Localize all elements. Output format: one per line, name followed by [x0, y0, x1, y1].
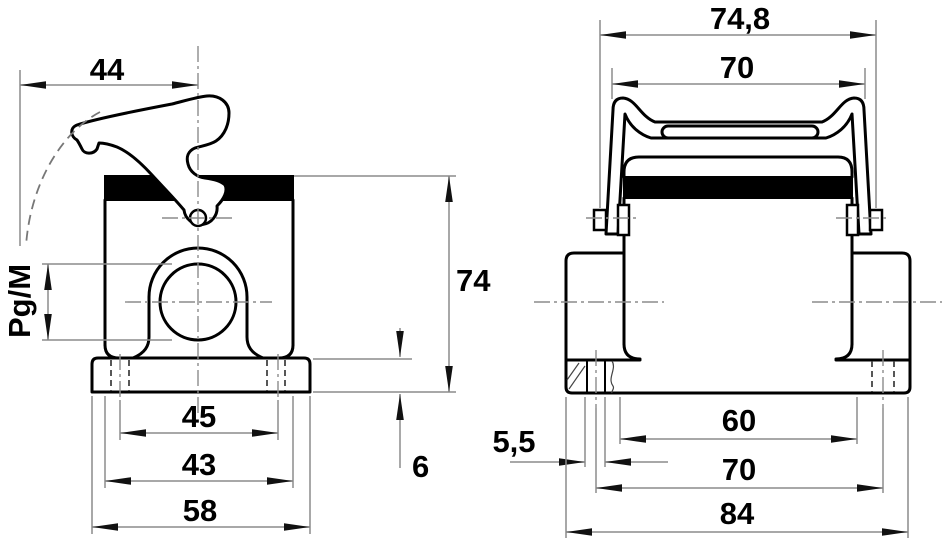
front-pivot-pin-right	[836, 203, 890, 237]
dim-74-8-label: 74,8	[710, 1, 770, 36]
dim-44: 44	[19, 52, 198, 246]
dim-60: 60	[619, 397, 858, 444]
front-flange-hole-left	[566, 350, 615, 408]
dim-84: 84	[565, 397, 909, 538]
front-bracket-grip-slot	[660, 124, 820, 140]
dim-thread: Pg/M	[2, 263, 172, 341]
dim-70-bottom-label: 70	[722, 452, 756, 487]
dim-43-label: 43	[182, 447, 216, 482]
front-fillet-left	[622, 342, 642, 361]
front-mounting-flange	[564, 358, 912, 395]
front-fillet-right	[834, 342, 854, 361]
dim-45-label: 45	[182, 399, 216, 434]
side-locking-lever	[70, 94, 231, 227]
dim-58: 58	[91, 396, 311, 534]
dim-43: 43	[104, 396, 294, 488]
dim-70-top-label: 70	[720, 50, 754, 85]
dim-5-5: 5,5	[492, 397, 668, 467]
dim-74-8: 74,8	[599, 1, 877, 208]
front-view: 74,8 70 5,5 60 70	[492, 1, 942, 538]
front-hood-top	[622, 155, 854, 179]
dim-45: 45	[119, 399, 279, 440]
side-view: 44 74 6 Pg/M 45	[2, 46, 491, 534]
dim-60-label: 60	[722, 403, 756, 438]
dim-6: 6	[313, 328, 429, 484]
front-boss-right	[850, 251, 912, 362]
dim-74-label: 74	[456, 263, 491, 298]
side-lever-swing-arc	[25, 111, 101, 247]
side-flange-holes	[110, 354, 286, 398]
dim-58-label: 58	[183, 493, 217, 528]
thread-label: Pg/M	[2, 264, 37, 338]
dim-74-height: 74	[294, 175, 491, 393]
dim-5-5-label: 5,5	[492, 424, 535, 459]
front-boss-left	[564, 251, 626, 362]
dim-70-bottom: 70	[595, 408, 884, 493]
dim-44-label: 44	[90, 52, 125, 87]
dim-6-label: 6	[412, 449, 429, 484]
front-pivot-pin-left	[586, 203, 640, 237]
front-seal-band	[623, 176, 853, 199]
front-locking-bracket	[604, 96, 873, 236]
front-flange-hole-right	[871, 350, 895, 408]
side-mounting-flange	[90, 356, 312, 394]
side-fillet-left	[103, 343, 121, 360]
dim-84-label: 84	[720, 496, 755, 531]
side-fillet-right	[277, 343, 295, 360]
dim-70-top: 70	[611, 50, 866, 99]
